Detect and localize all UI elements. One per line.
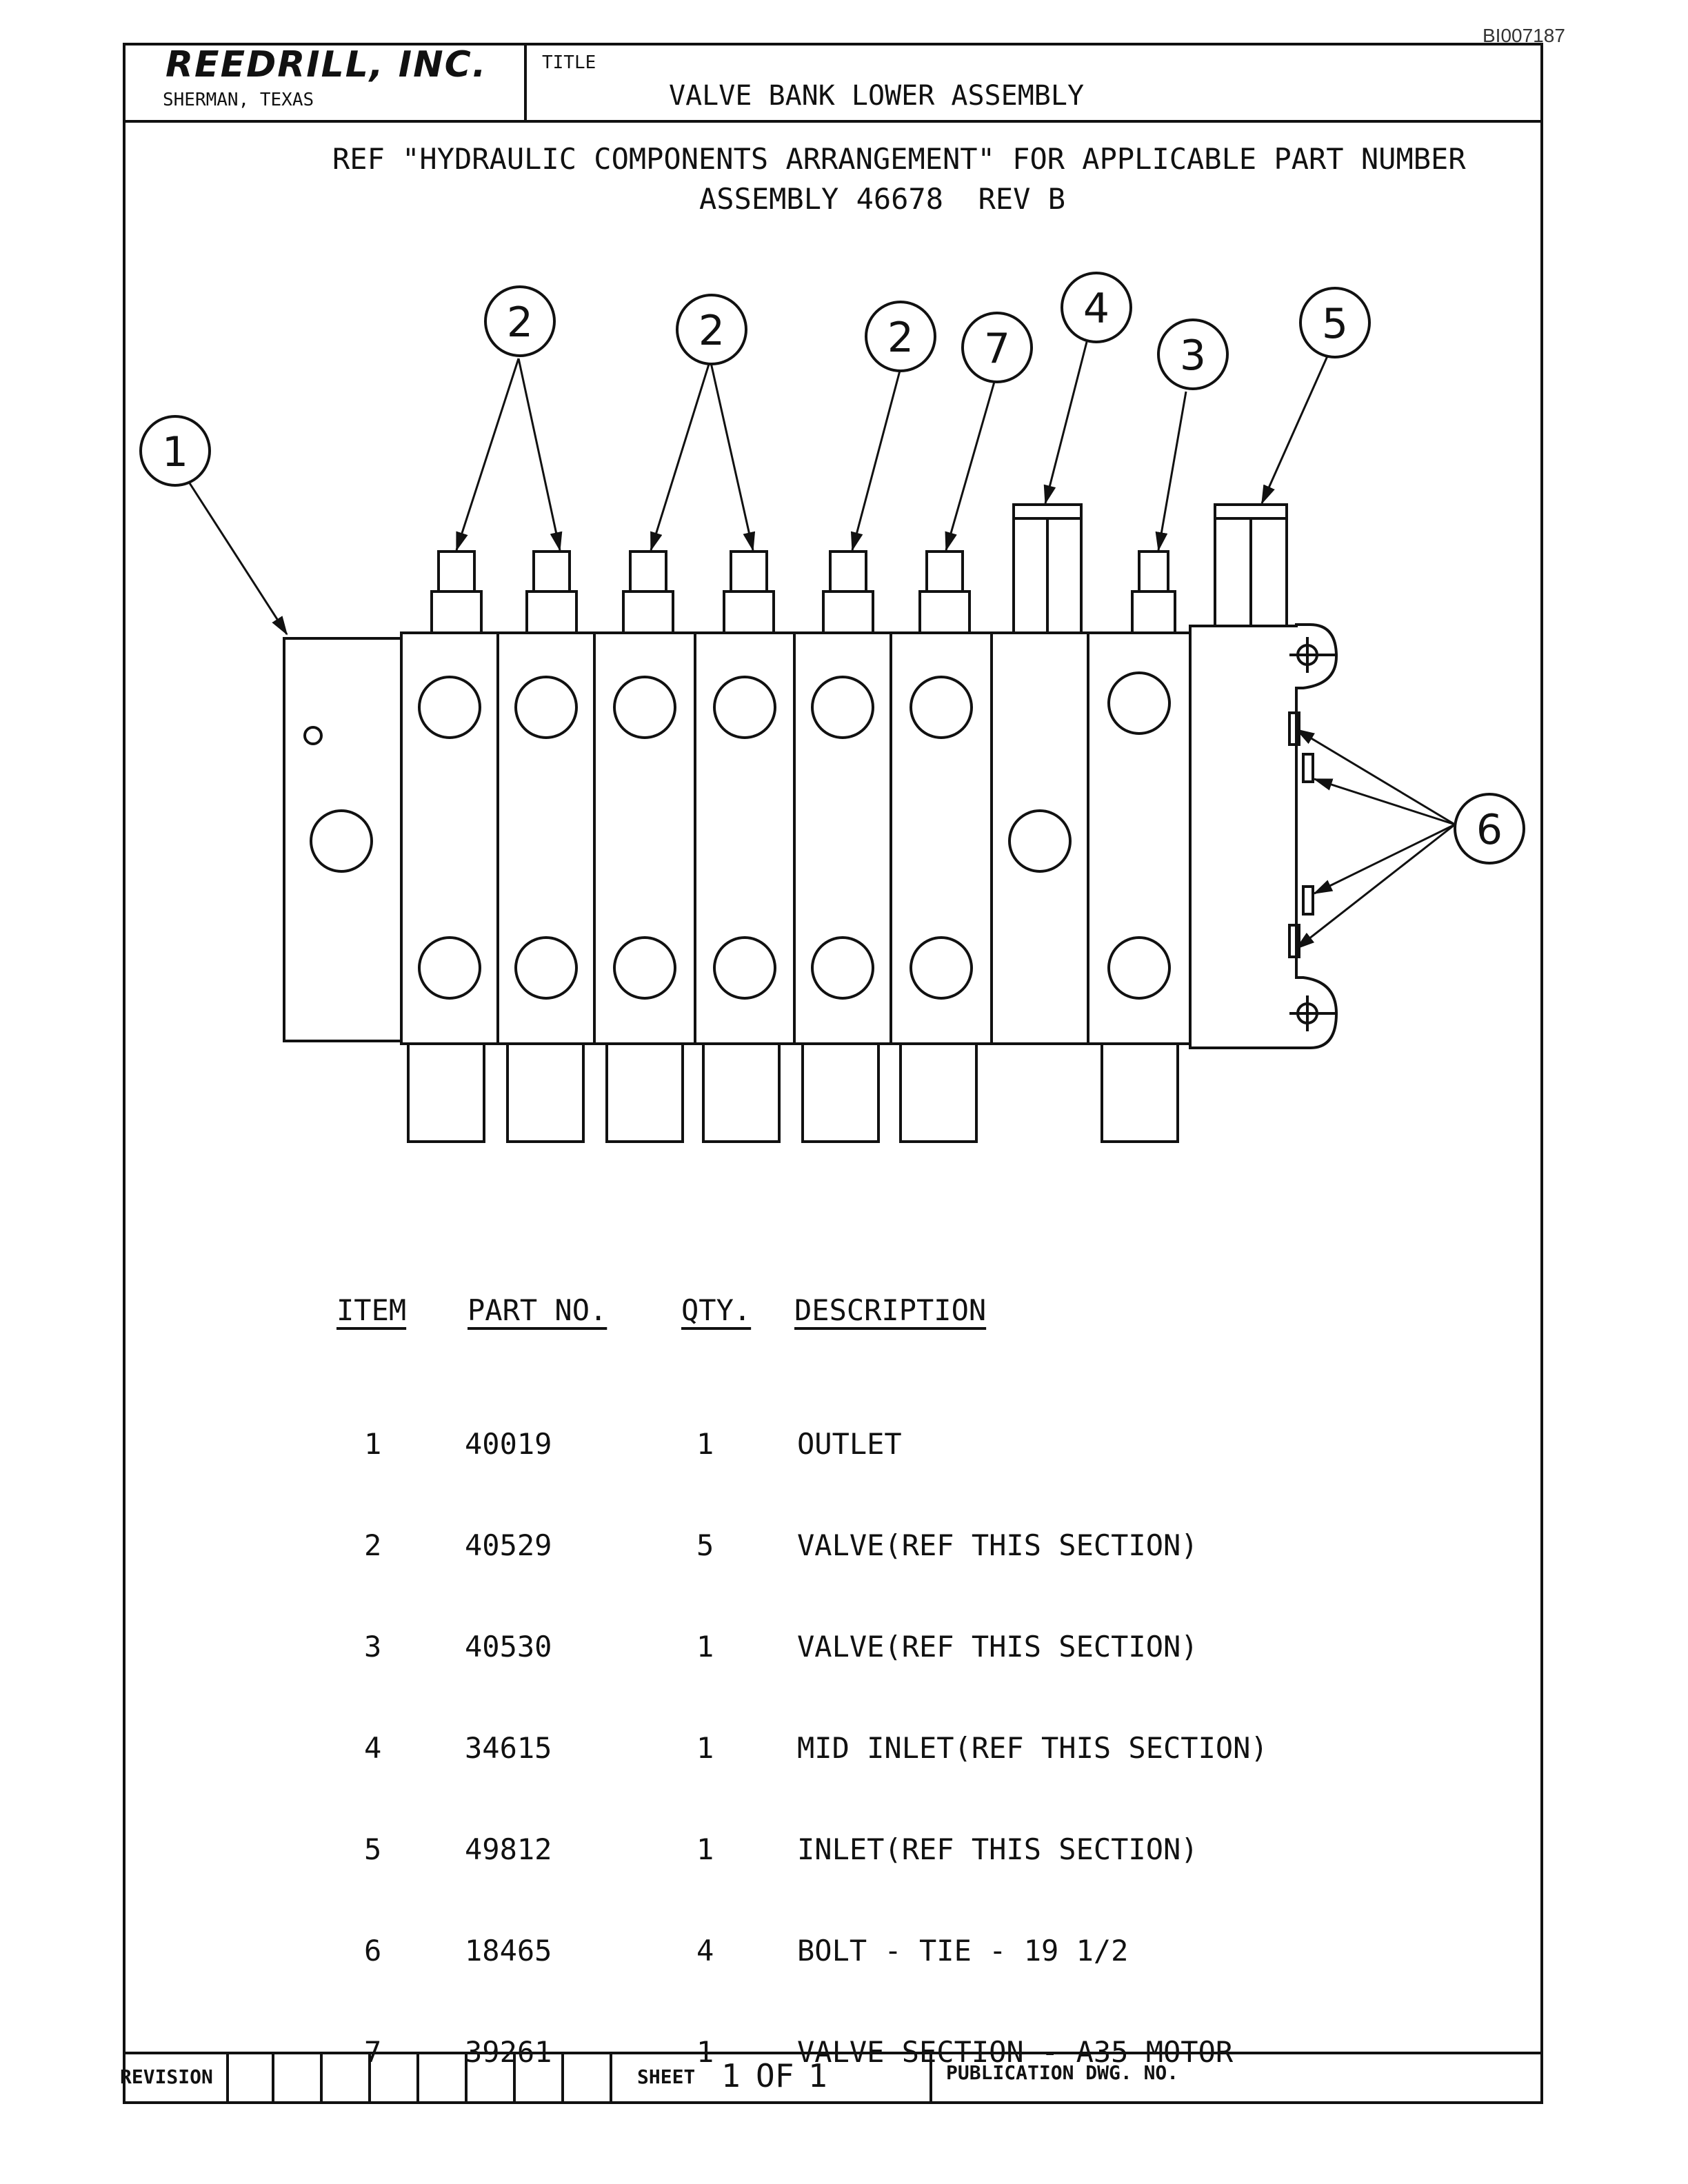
part-no-column: 40019 40529 40530 34615 49812 18465 3926… (465, 1359, 552, 2103)
callout-2c: 2 (887, 314, 914, 362)
table-cell-item: 5 (364, 1832, 382, 1866)
callout-4: 4 (1083, 285, 1109, 333)
sheet-total: 1 (808, 2057, 827, 2094)
table-cell-qty: 1 (696, 1427, 714, 1461)
table-cell-qty: 1 (696, 1731, 714, 1765)
table-cell-item: 3 (364, 1630, 382, 1664)
table-cell-description: INLET(REF THIS SECTION) (797, 1832, 1198, 1866)
table-cell-item: 4 (364, 1731, 382, 1765)
description-header: DESCRIPTION (794, 1293, 987, 1327)
callout-6: 6 (1476, 806, 1503, 854)
table-cell-qty: 5 (696, 1528, 714, 1562)
callout-1: 1 (162, 428, 188, 476)
table-cell-part-no: 40019 (465, 1427, 552, 1461)
table-cell-item: 2 (364, 1528, 382, 1562)
table-cell-part-no: 49812 (465, 1832, 552, 1866)
table-cell-part-no: 40529 (465, 1528, 552, 1562)
table-cell-description: VALVE SECTION - A35 MOTOR (797, 2035, 1234, 2069)
callout-7: 7 (984, 325, 1010, 373)
callout-2b: 2 (699, 307, 725, 355)
callout-5: 5 (1322, 300, 1348, 348)
table-cell-description: BOLT - TIE - 19 1/2 (797, 1934, 1129, 1968)
document-id: BI007187 (1483, 25, 1565, 46)
qty-header: QTY. (681, 1293, 752, 1327)
table-cell-description: MID INLET(REF THIS SECTION) (797, 1731, 1268, 1765)
table-cell-part-no: 40530 (465, 1630, 552, 1664)
table-cell-qty: 1 (696, 1630, 714, 1664)
table-cell-item: 7 (364, 2035, 382, 2069)
table-cell-qty: 1 (696, 2035, 714, 2069)
callout-3: 3 (1180, 332, 1206, 380)
sheet-of: OF (756, 2057, 794, 2094)
table-cell-qty: 1 (696, 1832, 714, 1866)
table-cell-description: VALVE(REF THIS SECTION) (797, 1528, 1198, 1562)
table-cell-item: 6 (364, 1934, 382, 1968)
company-location: SHERMAN, TEXAS (163, 90, 314, 110)
reference-line-1: REF "HYDRAULIC COMPONENTS ARRANGEMENT" F… (332, 142, 1466, 176)
table-cell-description: OUTLET (797, 1427, 902, 1461)
drawing-title: VALVE BANK LOWER ASSEMBLY (669, 80, 1085, 112)
drawing-frame (123, 43, 1543, 2104)
sheet-number: 1 (721, 2057, 741, 2094)
table-cell-part-no: 39261 (465, 2035, 552, 2069)
table-cell-part-no: 34615 (465, 1731, 552, 1765)
company-name: REEDRILL, INC. (165, 44, 488, 85)
table-cell-qty: 4 (696, 1934, 714, 1968)
item-header: ITEM (336, 1293, 407, 1327)
reference-line-2: ASSEMBLY 46678 REV B (699, 182, 1066, 216)
item-column: 1 2 3 4 5 6 7 (364, 1359, 399, 2103)
revision-label: REVISION (120, 2065, 213, 2088)
table-cell-item: 1 (364, 1427, 382, 1461)
part-no-header: PART NO. (468, 1293, 607, 1327)
publication-dwg-label: PUBLICATION DWG. NO. (946, 2061, 1179, 2084)
title-label: TITLE (542, 52, 596, 73)
sheet-label: SHEET (637, 2065, 696, 2088)
qty-column: 1 5 1 1 1 4 1 (696, 1359, 732, 2103)
description-column: OUTLET VALVE(REF THIS SECTION) VALVE(REF… (797, 1359, 1268, 2103)
table-cell-description: VALVE(REF THIS SECTION) (797, 1630, 1198, 1664)
callout-2a: 2 (507, 299, 533, 347)
table-cell-part-no: 18465 (465, 1934, 552, 1968)
